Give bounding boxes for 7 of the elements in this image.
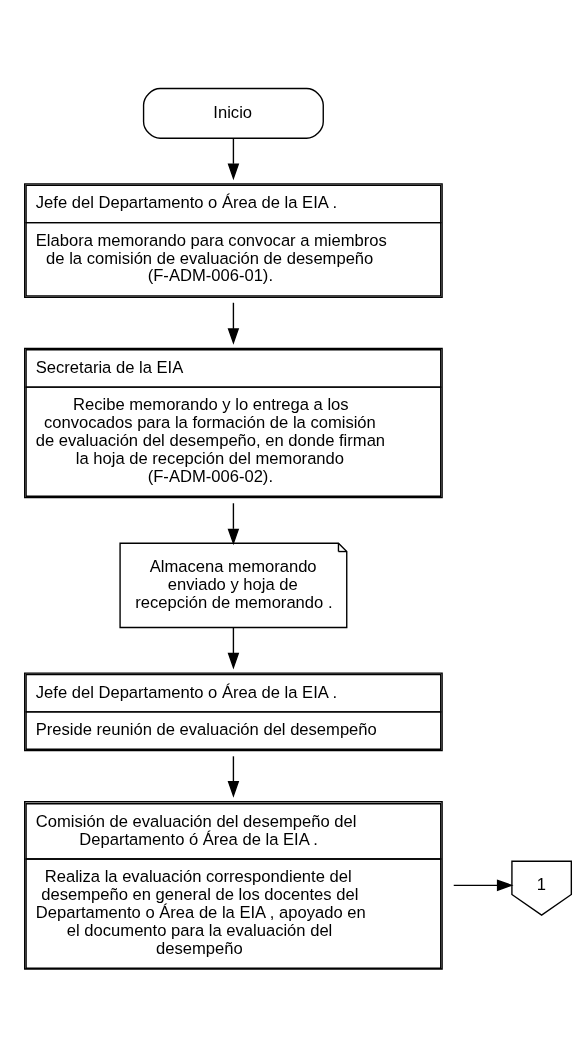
arrow — [453, 879, 514, 892]
arrow — [227, 138, 240, 181]
arrow — [227, 627, 240, 670]
arrow — [227, 502, 240, 546]
arrow — [227, 302, 240, 345]
arrow — [227, 755, 240, 798]
node-box: Inicio — [142, 87, 324, 139]
